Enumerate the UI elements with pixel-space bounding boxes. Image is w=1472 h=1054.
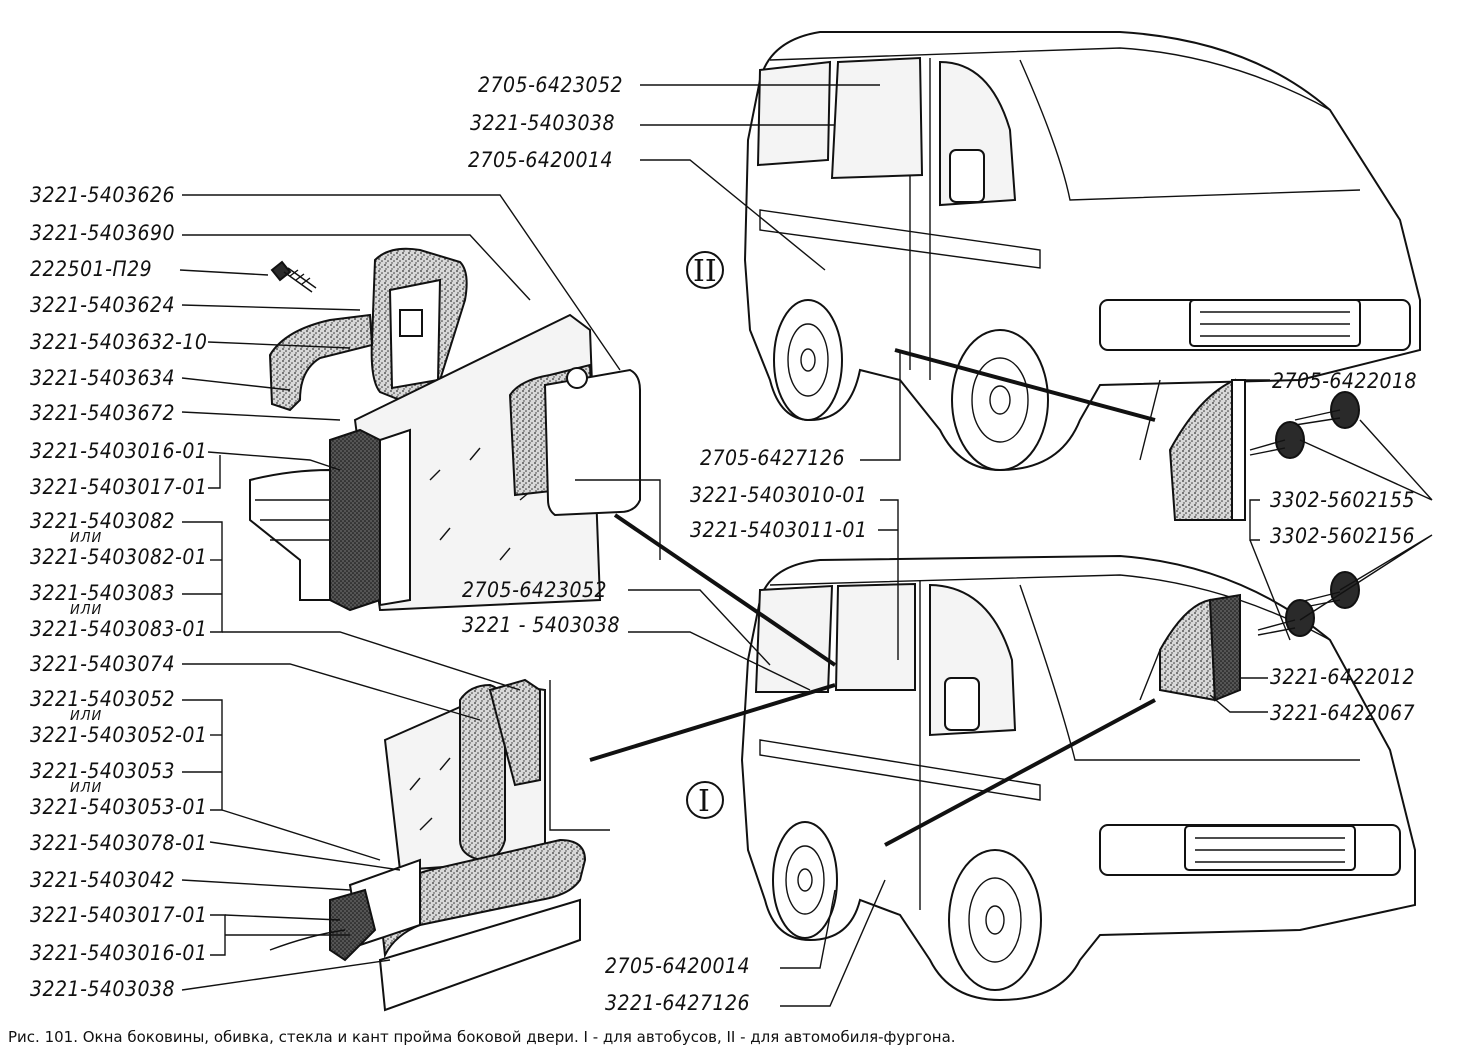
part-label: 3302-5602155 xyxy=(1270,488,1415,512)
variant-marker-i: I xyxy=(686,781,724,819)
part-label: 3221-5403632-10 xyxy=(30,330,207,354)
part-label: 3221-5403624 xyxy=(30,293,175,317)
part-label: 3221-5403053-01 xyxy=(30,795,207,819)
part-label: 3221-5403052 xyxy=(30,687,175,711)
leader-lines-left xyxy=(179,194,621,991)
part-label: 2705-6420014 xyxy=(605,954,750,978)
part-label: 3221-5403690 xyxy=(30,221,175,245)
part-label: 3221-5403053 xyxy=(30,759,175,783)
lower-detail-assembly xyxy=(269,678,587,1012)
part-label: 3221-5403082 xyxy=(30,509,175,533)
part-label: 3221-5403016-01 xyxy=(30,941,207,965)
part-label: 3221-5403078-01 xyxy=(30,831,207,855)
labels-center: 2705-6423052 3221-5403038 2705-6420014 2… xyxy=(462,73,867,1015)
part-label: 3221-5403011-01 xyxy=(690,518,867,542)
upper-detail-assembly xyxy=(249,247,641,612)
leader-lines-center xyxy=(628,84,1433,1007)
part-label: 3221-5403038 xyxy=(30,977,175,1001)
link-line-van-bottom-to-clip xyxy=(884,698,1156,847)
ili-label: ИЛИ xyxy=(70,709,102,724)
part-label: 3221-5403626 xyxy=(30,183,175,207)
variant-marker-ii: II xyxy=(686,251,724,289)
grille-top xyxy=(1189,299,1361,347)
labels-right: 2705-6422018 3302-5602155 3302-5602156 3… xyxy=(1270,369,1417,725)
window-clip-parts-top xyxy=(1168,378,1360,521)
ili-label: ИЛИ xyxy=(70,531,102,546)
screw xyxy=(270,260,317,293)
labels-left-top: 3221-5403626 3221-5403690 222501-П29 322… xyxy=(30,183,207,641)
part-label: 3221-5403082-01 xyxy=(30,545,207,569)
part-label: 2705-6423052 xyxy=(478,73,623,97)
part-label: 3221-6427126 xyxy=(605,991,750,1015)
part-label: 3221-5403042 xyxy=(30,868,175,892)
grille-bottom xyxy=(1184,825,1356,871)
part-label: 3221-5403634 xyxy=(30,366,175,390)
part-label: 3221-5403038 xyxy=(470,111,615,135)
link-line-van-top-to-clip xyxy=(894,348,1156,422)
part-label: 3221-5403017-01 xyxy=(30,475,207,499)
part-label: 222501-П29 xyxy=(30,257,152,281)
part-label: 2705-6422018 xyxy=(1272,369,1417,393)
roman-numeral-i: I xyxy=(698,784,710,819)
part-label: 3302-5602156 xyxy=(1270,524,1415,548)
push-rivet-upper-b xyxy=(1249,421,1305,459)
labels-left-bottom: 3221-5403074 3221-5403052 ИЛИ 3221-54030… xyxy=(30,652,207,1001)
link-line-top-to-upper-detail xyxy=(613,513,837,667)
link-line-bottom-to-lower-detail xyxy=(589,683,836,762)
figure-caption: Рис. 101. Окна боковины, обивка, стекла … xyxy=(8,1028,956,1046)
roman-numeral-ii: II xyxy=(693,254,717,289)
part-label: 3221-5403010-01 xyxy=(690,483,867,507)
part-label: 3221-5403052-01 xyxy=(30,723,207,747)
part-label: 3221 - 5403038 xyxy=(462,613,620,637)
part-label: 3221-6422067 xyxy=(1270,701,1415,725)
part-label: 3221-5403016-01 xyxy=(30,439,207,463)
part-label: 2705-6427126 xyxy=(700,446,845,470)
push-rivet-lower-b xyxy=(1257,599,1315,637)
part-label: 3221-6422012 xyxy=(1270,665,1415,689)
van-bottom-bus xyxy=(740,554,1416,1002)
push-rivet-upper-a xyxy=(1294,391,1360,429)
part-label: 3221-5403017-01 xyxy=(30,903,207,927)
part-label: 3221-5403083 xyxy=(30,581,175,605)
ili-label: ИЛИ xyxy=(70,781,102,796)
part-label: 3221-5403074 xyxy=(30,652,175,676)
push-rivet-lower-a xyxy=(1299,571,1360,609)
van-top-cargo xyxy=(743,31,1421,472)
window-clip-parts-bottom xyxy=(1159,571,1360,702)
part-label: 3221-5403672 xyxy=(30,401,175,425)
part-label: 3221-5403083-01 xyxy=(30,617,207,641)
part-label: 2705-6423052 xyxy=(462,578,607,602)
part-label: 2705-6420014 xyxy=(468,148,613,172)
ili-label: ИЛИ xyxy=(70,603,102,618)
